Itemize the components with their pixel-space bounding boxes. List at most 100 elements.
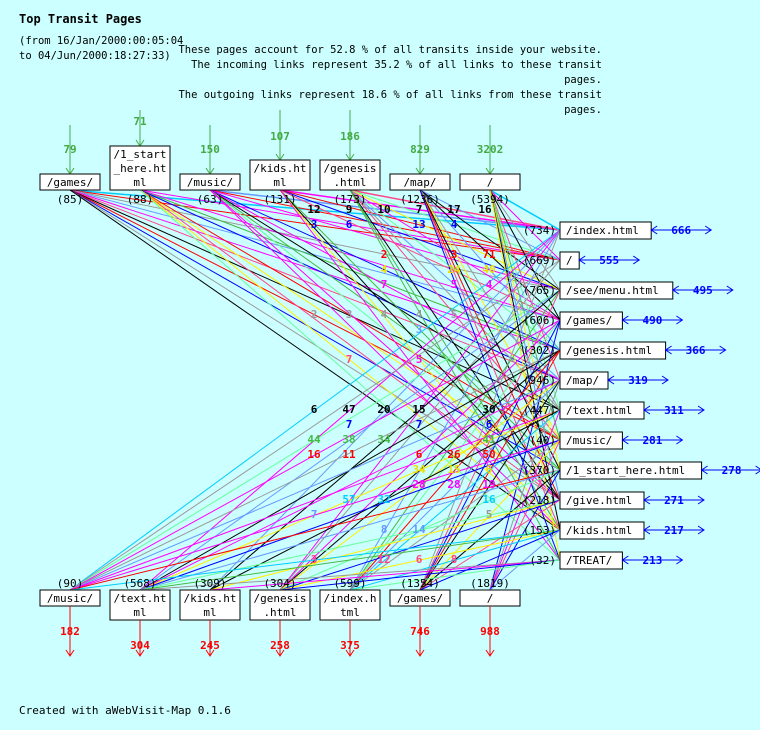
link-line: [139, 189, 561, 501]
summary-transits: These pages account for 52.8 % of all tr…: [178, 44, 602, 56]
edge-label: 57: [342, 493, 355, 506]
top-node-box: [249, 159, 311, 191]
edge-label: 34: [412, 463, 426, 476]
summary-incoming: The incoming links represent 35.2 % of a…: [191, 59, 602, 86]
transit-page-count: (370): [523, 464, 556, 477]
bottom-node-label: /: [487, 592, 494, 605]
link-line: [419, 189, 561, 261]
top-node-box: [389, 173, 451, 191]
transit-page-count: (946): [523, 374, 556, 387]
incoming-count: 186: [340, 130, 360, 143]
link-line: [279, 379, 561, 591]
edge-label: 3: [346, 308, 353, 321]
transit-page-count: (669): [523, 254, 556, 267]
transit-page-label: /music/: [566, 434, 612, 447]
bottom-node-box: [319, 589, 381, 621]
bottom-node-label: /games/: [397, 592, 443, 605]
link-line: [349, 189, 561, 531]
edge-label: 32: [377, 493, 390, 506]
edge-label: 13: [412, 218, 425, 231]
bottom-node-box: [249, 589, 311, 621]
link-line: [349, 189, 561, 291]
outgoing-count: 746: [410, 625, 430, 638]
date-range: (from 16/Jan/2000:00:05:04 to 04/Jun/200…: [19, 34, 183, 64]
link-line: [279, 499, 561, 591]
link-line: [349, 189, 561, 441]
link-line: [69, 379, 561, 591]
link-line: [139, 529, 561, 591]
top-node-count: (63): [197, 193, 224, 206]
edge-label: 4: [381, 308, 388, 321]
edge-label: 44: [307, 433, 321, 446]
link-line: [209, 189, 561, 231]
top-node-label: ml: [133, 176, 146, 189]
edge-label: 15: [447, 463, 460, 476]
link-line: [209, 559, 561, 591]
edge-label: 2: [311, 308, 318, 321]
top-node-label: ml: [273, 176, 286, 189]
link-line: [139, 189, 561, 441]
link-line: [69, 259, 561, 591]
transit-page-label: /kids.html: [566, 524, 632, 537]
arrow-head-icon: [607, 375, 669, 385]
link-line: [139, 439, 561, 591]
edge-label: 3: [311, 218, 318, 231]
link-line: [419, 189, 561, 291]
transit-page-label: /genesis.html: [566, 344, 652, 357]
arrow-head-icon: [621, 435, 684, 445]
edge-label: 3: [451, 248, 458, 261]
outgoing-count: 182: [60, 625, 80, 638]
exit-count: 490: [642, 314, 662, 327]
page-title: Top Transit Pages: [19, 12, 142, 26]
link-line: [349, 349, 561, 591]
edge-label: 7: [346, 353, 353, 366]
edge-label: 6: [346, 218, 353, 231]
edge-label: 6: [486, 463, 493, 476]
link-line: [69, 319, 561, 591]
bottom-node-count: (599): [333, 577, 366, 590]
link-line: [69, 189, 561, 351]
top-node-count: (85): [57, 193, 84, 206]
link-line: [419, 189, 561, 321]
bottom-node-label: /genesis: [254, 592, 307, 605]
edge-label: 30: [482, 403, 495, 416]
edge-label: 14: [412, 523, 426, 536]
exit-count: 555: [599, 254, 619, 267]
credit-text: Created with aWebVisit-Map 0.1.6: [19, 704, 231, 717]
arrow-head-icon: [700, 465, 760, 475]
exit-count: 319: [628, 374, 648, 387]
exit-count: 281: [642, 434, 662, 447]
link-line: [139, 189, 561, 261]
incoming-count: 71: [133, 115, 147, 128]
link-line: [349, 189, 561, 381]
edge-label: 19: [482, 478, 495, 491]
edge-label: 12: [377, 553, 390, 566]
link-line: [349, 189, 561, 561]
arrow-head-icon: [135, 649, 145, 657]
incoming-count: 107: [270, 130, 290, 143]
outgoing-count: 304: [130, 639, 150, 652]
edge-label: 3: [311, 553, 318, 566]
link-line: [349, 559, 561, 591]
edge-label: 11: [342, 448, 356, 461]
link-line: [489, 189, 561, 231]
top-node-box: [109, 145, 171, 191]
link-line: [279, 259, 561, 591]
arrow-head-icon: [205, 649, 215, 657]
top-node-count: (131): [263, 193, 296, 206]
edge-label: 9: [346, 203, 353, 216]
edge-label: 38: [342, 433, 355, 446]
transit-page-count: (606): [523, 314, 556, 327]
edge-label: 16: [482, 493, 496, 506]
link-line: [139, 499, 561, 591]
edge-label: 6: [416, 553, 423, 566]
bottom-node-count: (1354): [400, 577, 440, 590]
outgoing-count: 245: [200, 639, 220, 652]
link-line: [69, 189, 561, 291]
bottom-node-label: .html: [263, 606, 296, 619]
arrow-head-icon: [643, 495, 705, 505]
edge-label: 3: [416, 323, 423, 336]
link-line: [419, 189, 561, 561]
edge-label: 34: [377, 433, 391, 446]
link-line: [69, 409, 561, 591]
